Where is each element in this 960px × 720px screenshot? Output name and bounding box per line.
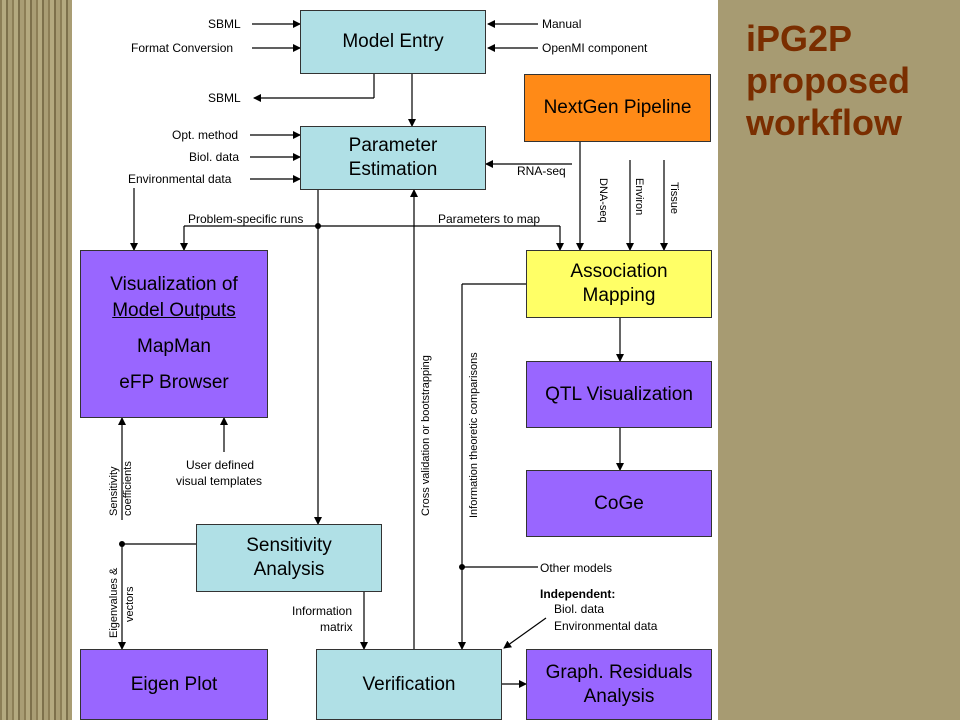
visualization-box[interactable]: Visualization of Model Outputs MapMan eF… (80, 250, 268, 418)
sensitivity-label-1: Sensitivity (246, 535, 332, 556)
problem-specific-runs-label: Problem-specific runs (188, 212, 304, 226)
tissue-label: Tissue (668, 182, 680, 214)
sensitivity-coefficients-label-1: Sensitivity (108, 466, 120, 516)
qtl-label: QTL Visualization (545, 383, 693, 405)
sensitivity-label-2: Analysis (253, 559, 325, 580)
info-matrix-label-2: matrix (320, 620, 353, 634)
parameter-estimation-label-2: Estimation (348, 159, 438, 180)
nextgen-pipeline-box[interactable]: NextGen Pipeline (524, 74, 711, 142)
openmi-label: OpenMI component (542, 41, 648, 55)
junction-dot (459, 564, 465, 570)
user-defined-label-2: visual templates (176, 474, 263, 488)
verification-label: Verification (362, 673, 456, 695)
eigenvalues-label-1: Eigenvalues & (108, 567, 120, 638)
opt-method-label: Opt. method (172, 128, 239, 142)
coge-box[interactable]: CoGe (526, 470, 712, 537)
verification-box[interactable]: Verification (316, 649, 502, 720)
junction-dot (315, 223, 321, 229)
arrow-independent (503, 617, 547, 649)
decorative-stripe (0, 0, 72, 720)
graph-residuals-label-2: Analysis (583, 685, 655, 707)
other-models-label: Other models (540, 561, 613, 575)
info-theoretic-label: Information theoretic comparisons (468, 352, 480, 518)
graph-residuals-label-1: Graph. Residuals (545, 661, 693, 683)
qtl-visualization-box[interactable]: QTL Visualization (526, 361, 712, 428)
eigenvalues-label-2: vectors (124, 586, 136, 622)
dna-seq-label: DNA-seq (597, 178, 609, 223)
parameter-estimation-box[interactable]: Parameter Estimation (300, 126, 486, 190)
association-label-1: Association (570, 261, 668, 282)
rna-seq-label: RNA-seq (517, 164, 566, 178)
model-entry-label: Model Entry (342, 31, 444, 52)
sensitivity-analysis-box[interactable]: Sensitivity Analysis (196, 524, 382, 592)
parameters-to-map-label: Parameters to map (438, 212, 541, 226)
independent-label: Independent: (540, 587, 616, 601)
coge-label: CoGe (594, 492, 644, 514)
page-title: iPG2P proposed workflow (746, 18, 911, 143)
model-outputs-label: Model Outputs (112, 300, 236, 321)
graph-residuals-box[interactable]: Graph. Residuals Analysis (526, 649, 712, 720)
independent-biol-label: Biol. data (554, 602, 605, 616)
environ-label: Environ (633, 178, 645, 216)
sbml-input-label: SBML (208, 17, 241, 31)
info-matrix-label-1: Information (292, 604, 353, 618)
format-conversion-label: Format Conversion (131, 41, 234, 55)
efp-browser-label: eFP Browser (119, 372, 229, 393)
visualization-label: Visualization of (110, 274, 238, 295)
eigen-plot-box[interactable]: Eigen Plot (80, 649, 268, 720)
environmental-data-label: Environmental data (128, 172, 232, 186)
eigen-plot-label: Eigen Plot (130, 673, 218, 695)
model-entry-box[interactable]: Model Entry (300, 10, 486, 74)
sensitivity-coefficients-label-2: coefficients (122, 461, 134, 516)
association-label-2: Mapping (582, 285, 656, 306)
user-defined-label-1: User defined (186, 458, 255, 472)
manual-label: Manual (542, 17, 582, 31)
biol-data-label: Biol. data (189, 150, 240, 164)
association-mapping-box[interactable]: Association Mapping (526, 250, 712, 318)
nextgen-pipeline-label: NextGen Pipeline (543, 97, 692, 118)
junction-dot (119, 541, 125, 547)
cross-validation-label: Cross validation or bootstrapping (420, 355, 432, 516)
independent-env-label: Environmental data (554, 619, 658, 633)
sbml-output-label: SBML (208, 91, 241, 105)
mapman-label: MapMan (137, 336, 211, 357)
parameter-estimation-label-1: Parameter (348, 135, 438, 156)
